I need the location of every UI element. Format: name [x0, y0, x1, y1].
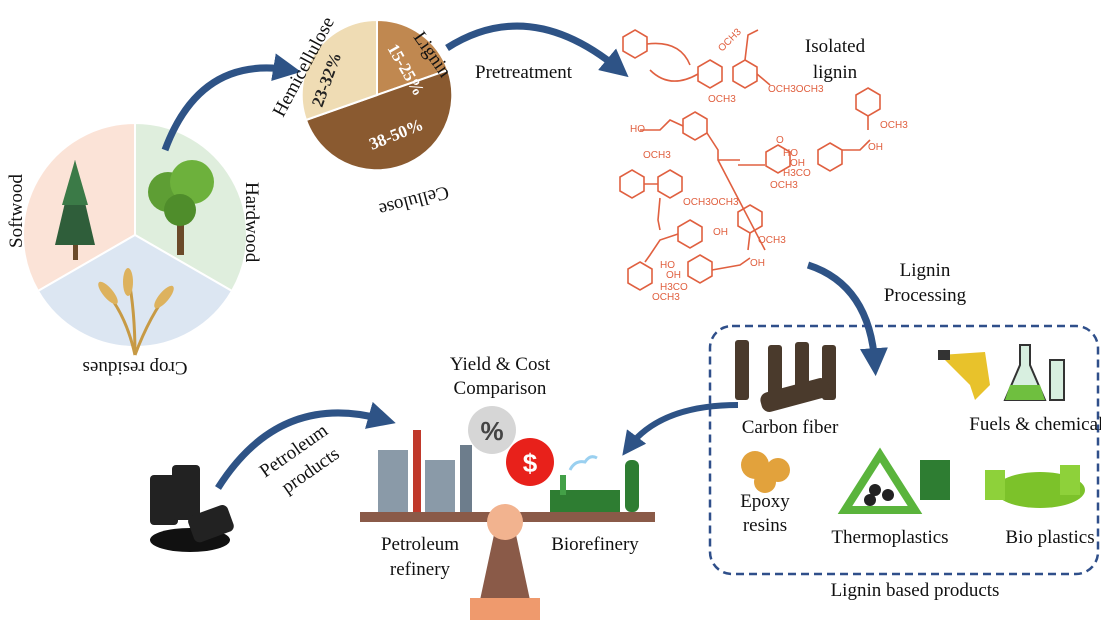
chem-label: OCH3 [758, 235, 786, 246]
chem-label: OCH3OCH3 [768, 84, 824, 95]
hardwood-tree-icon [148, 160, 214, 255]
chem-label: H3CO [783, 168, 811, 179]
chem-label: HO [783, 148, 798, 159]
chem-label: OH [750, 258, 765, 269]
chem-label: HO [660, 260, 675, 271]
balance-scale [360, 504, 655, 620]
petroleum-refinery-image [378, 430, 472, 512]
chem-label: OCH3 [643, 150, 671, 161]
pretreatment-label: Pretreatment [475, 62, 573, 83]
dollar-symbol: $ [523, 448, 538, 478]
arrow-to-biorefinery [622, 402, 739, 456]
epoxy-resins-image [741, 451, 790, 493]
chem-label: H3CO [660, 282, 688, 293]
arrow-petroleum [215, 401, 396, 490]
carbon-fiber-image [735, 340, 836, 412]
arrow-pretreatment [445, 22, 629, 78]
chem-label: OH [666, 270, 681, 281]
hemicellulose-segment [300, 18, 378, 122]
fuel-nozzle-icon [938, 350, 990, 400]
product-resins: resins [743, 515, 787, 536]
bio-plastics-image [985, 465, 1085, 508]
chem-label: OCH3OCH3 [683, 197, 739, 208]
product-bio-plastics: Bio plastics [1005, 527, 1094, 548]
chem-label: O [776, 135, 784, 146]
chem-label: OH [790, 158, 805, 169]
wheat-icon [98, 268, 174, 356]
percent-icon [468, 406, 516, 454]
chem-label: OCH3 [770, 180, 798, 191]
chem-label: OH [713, 227, 728, 238]
products-title: Lignin based products [831, 580, 1000, 601]
product-thermoplastics: Thermoplastics [831, 527, 948, 548]
isolated-lignin-label: Isolated [805, 36, 866, 57]
product-fuels-chemicals: Fuels & chemicals [969, 414, 1101, 435]
biomass-source-pie: Softwood Hardwood Crop residues [6, 121, 262, 378]
comparison-title: Yield & Cost [450, 354, 551, 375]
composition-pie: 15-25% 38-50% 23-32% Lignin Cellulose He… [269, 14, 456, 220]
chem-label: OCH3 [708, 94, 736, 105]
cellulose-label: Cellulose [376, 181, 451, 220]
percent-symbol: % [480, 416, 503, 446]
comparison-title-2: Comparison [454, 378, 547, 399]
pine-tree-icon [55, 160, 95, 260]
processing-label: Lignin [900, 260, 951, 281]
lignin-structure: OCH3 OCH3OCH3 OCH3 HO OCH3 O HO OH H3CO … [619, 26, 908, 303]
arrow-processing [806, 261, 888, 377]
processing-label-2: Processing [884, 285, 967, 306]
product-epoxy: Epoxy [740, 491, 790, 512]
softwood-label: Softwood [6, 174, 27, 248]
products-box [708, 324, 1100, 576]
isolated-lignin-label-2: lignin [813, 62, 858, 83]
arrow-to-composition [161, 53, 302, 152]
hardwood-label: Hardwood [241, 182, 262, 263]
dollar-icon [506, 438, 554, 486]
chem-label: HO [630, 124, 645, 135]
chem-label: OCH3 [652, 292, 680, 303]
crop-residues-label: Crop residues [82, 357, 187, 378]
petroleum-refinery-label: Petroleum [381, 534, 459, 555]
product-carbon-fiber: Carbon fiber [742, 417, 839, 438]
chemicals-flasks-icon [1003, 344, 1065, 401]
chem-label: OCH3 [716, 26, 744, 54]
petroleum-refinery-label-2: refinery [390, 559, 451, 580]
biorefinery-image [550, 455, 639, 512]
chem-label: OCH3 [880, 120, 908, 131]
chem-label: OH [868, 142, 883, 153]
biorefinery-label: Biorefinery [551, 534, 639, 555]
thermoplastics-image [837, 447, 950, 514]
oil-barrels-image [150, 465, 234, 552]
cellulose-segment [304, 68, 454, 172]
